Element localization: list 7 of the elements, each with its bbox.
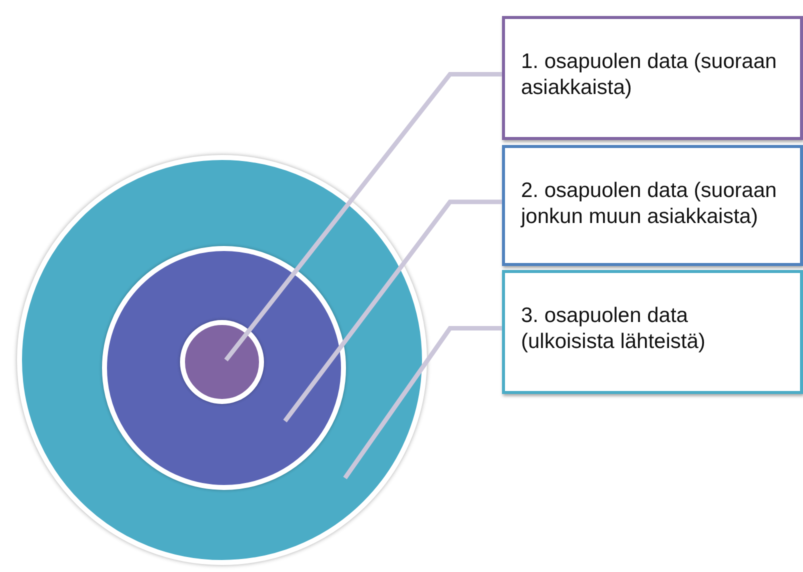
- center-disc: [180, 320, 264, 404]
- leader-line: [343, 326, 502, 480]
- label-box: 3. osapuolen data (ulkoisista lähteistä): [502, 270, 803, 394]
- leader-line: [283, 200, 502, 422]
- label-box: 1. osapuolen data (suoraan asiakkaista): [502, 16, 803, 140]
- leader-line: [224, 72, 502, 362]
- label-box: 2. osapuolen data (suoraan jonkun muun asiakkaista): [502, 145, 803, 266]
